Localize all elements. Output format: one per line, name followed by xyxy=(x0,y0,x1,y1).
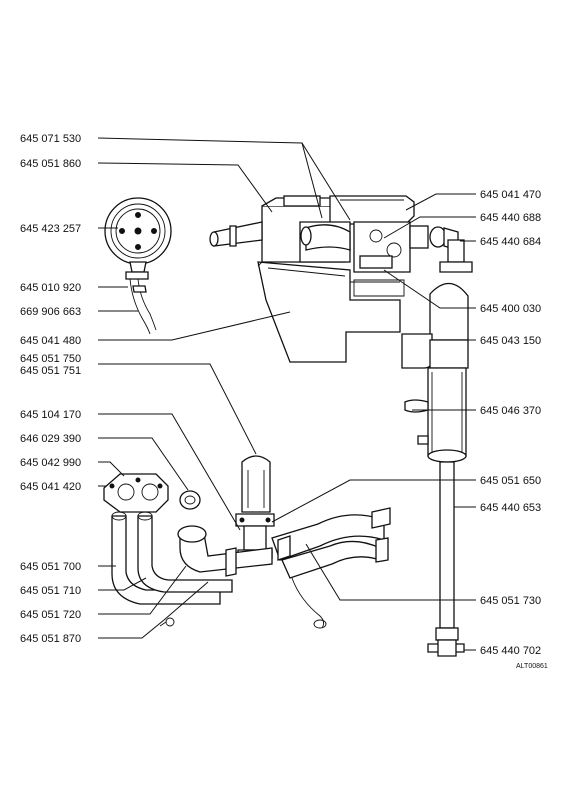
part-label: 646 029 390 xyxy=(20,433,81,445)
part-label: 645 051 650 xyxy=(480,475,541,487)
right-labels: 645 041 470 645 440 688 645 440 684 645 … xyxy=(480,189,541,657)
leader-lines xyxy=(97,137,476,651)
part-label: 645 051 700 xyxy=(20,561,81,573)
part-label: 645 051 751 xyxy=(20,365,81,377)
left-labels: 645 071 530 645 051 860 645 423 257 645 … xyxy=(20,133,81,645)
gasket-plate-drawing xyxy=(103,473,201,513)
reference-code: ALT00861 xyxy=(516,663,548,670)
part-label: 645 071 530 xyxy=(20,133,81,145)
part-label: 645 104 170 xyxy=(20,409,81,421)
part-label: 645 440 702 xyxy=(480,645,541,657)
heater-housing-drawing xyxy=(209,195,459,363)
part-label: 645 440 688 xyxy=(480,212,541,224)
part-label: 645 400 030 xyxy=(480,303,541,315)
part-label: 645 043 150 xyxy=(480,335,541,347)
part-label: 645 051 860 xyxy=(20,158,81,170)
part-label: 645 046 370 xyxy=(480,405,541,417)
part-label: 645 042 990 xyxy=(20,457,81,469)
flexible-hoses-drawing xyxy=(111,511,273,627)
part-label: 645 041 420 xyxy=(20,481,81,493)
part-label: 669 906 663 xyxy=(20,306,81,318)
part-label: 645 041 480 xyxy=(20,335,81,347)
part-label: 645 051 730 xyxy=(480,595,541,607)
part-label: 645 051 710 xyxy=(20,585,81,597)
blower-wheel-drawing xyxy=(104,197,172,335)
part-label: 645 440 684 xyxy=(480,236,541,248)
part-label: 645 051 870 xyxy=(20,633,81,645)
part-label: 645 051 750 xyxy=(20,353,81,365)
exhaust-tube-drawing xyxy=(271,507,391,629)
part-label: 645 051 720 xyxy=(20,609,81,621)
part-label: 645 440 653 xyxy=(480,502,541,514)
part-label: 645 041 470 xyxy=(480,189,541,201)
exhaust-muffler-drawing xyxy=(401,239,473,657)
part-label: 645 010 920 xyxy=(20,282,81,294)
part-label: 645 423 257 xyxy=(20,223,81,235)
exhaust-flange-assembly-drawing xyxy=(235,455,275,559)
